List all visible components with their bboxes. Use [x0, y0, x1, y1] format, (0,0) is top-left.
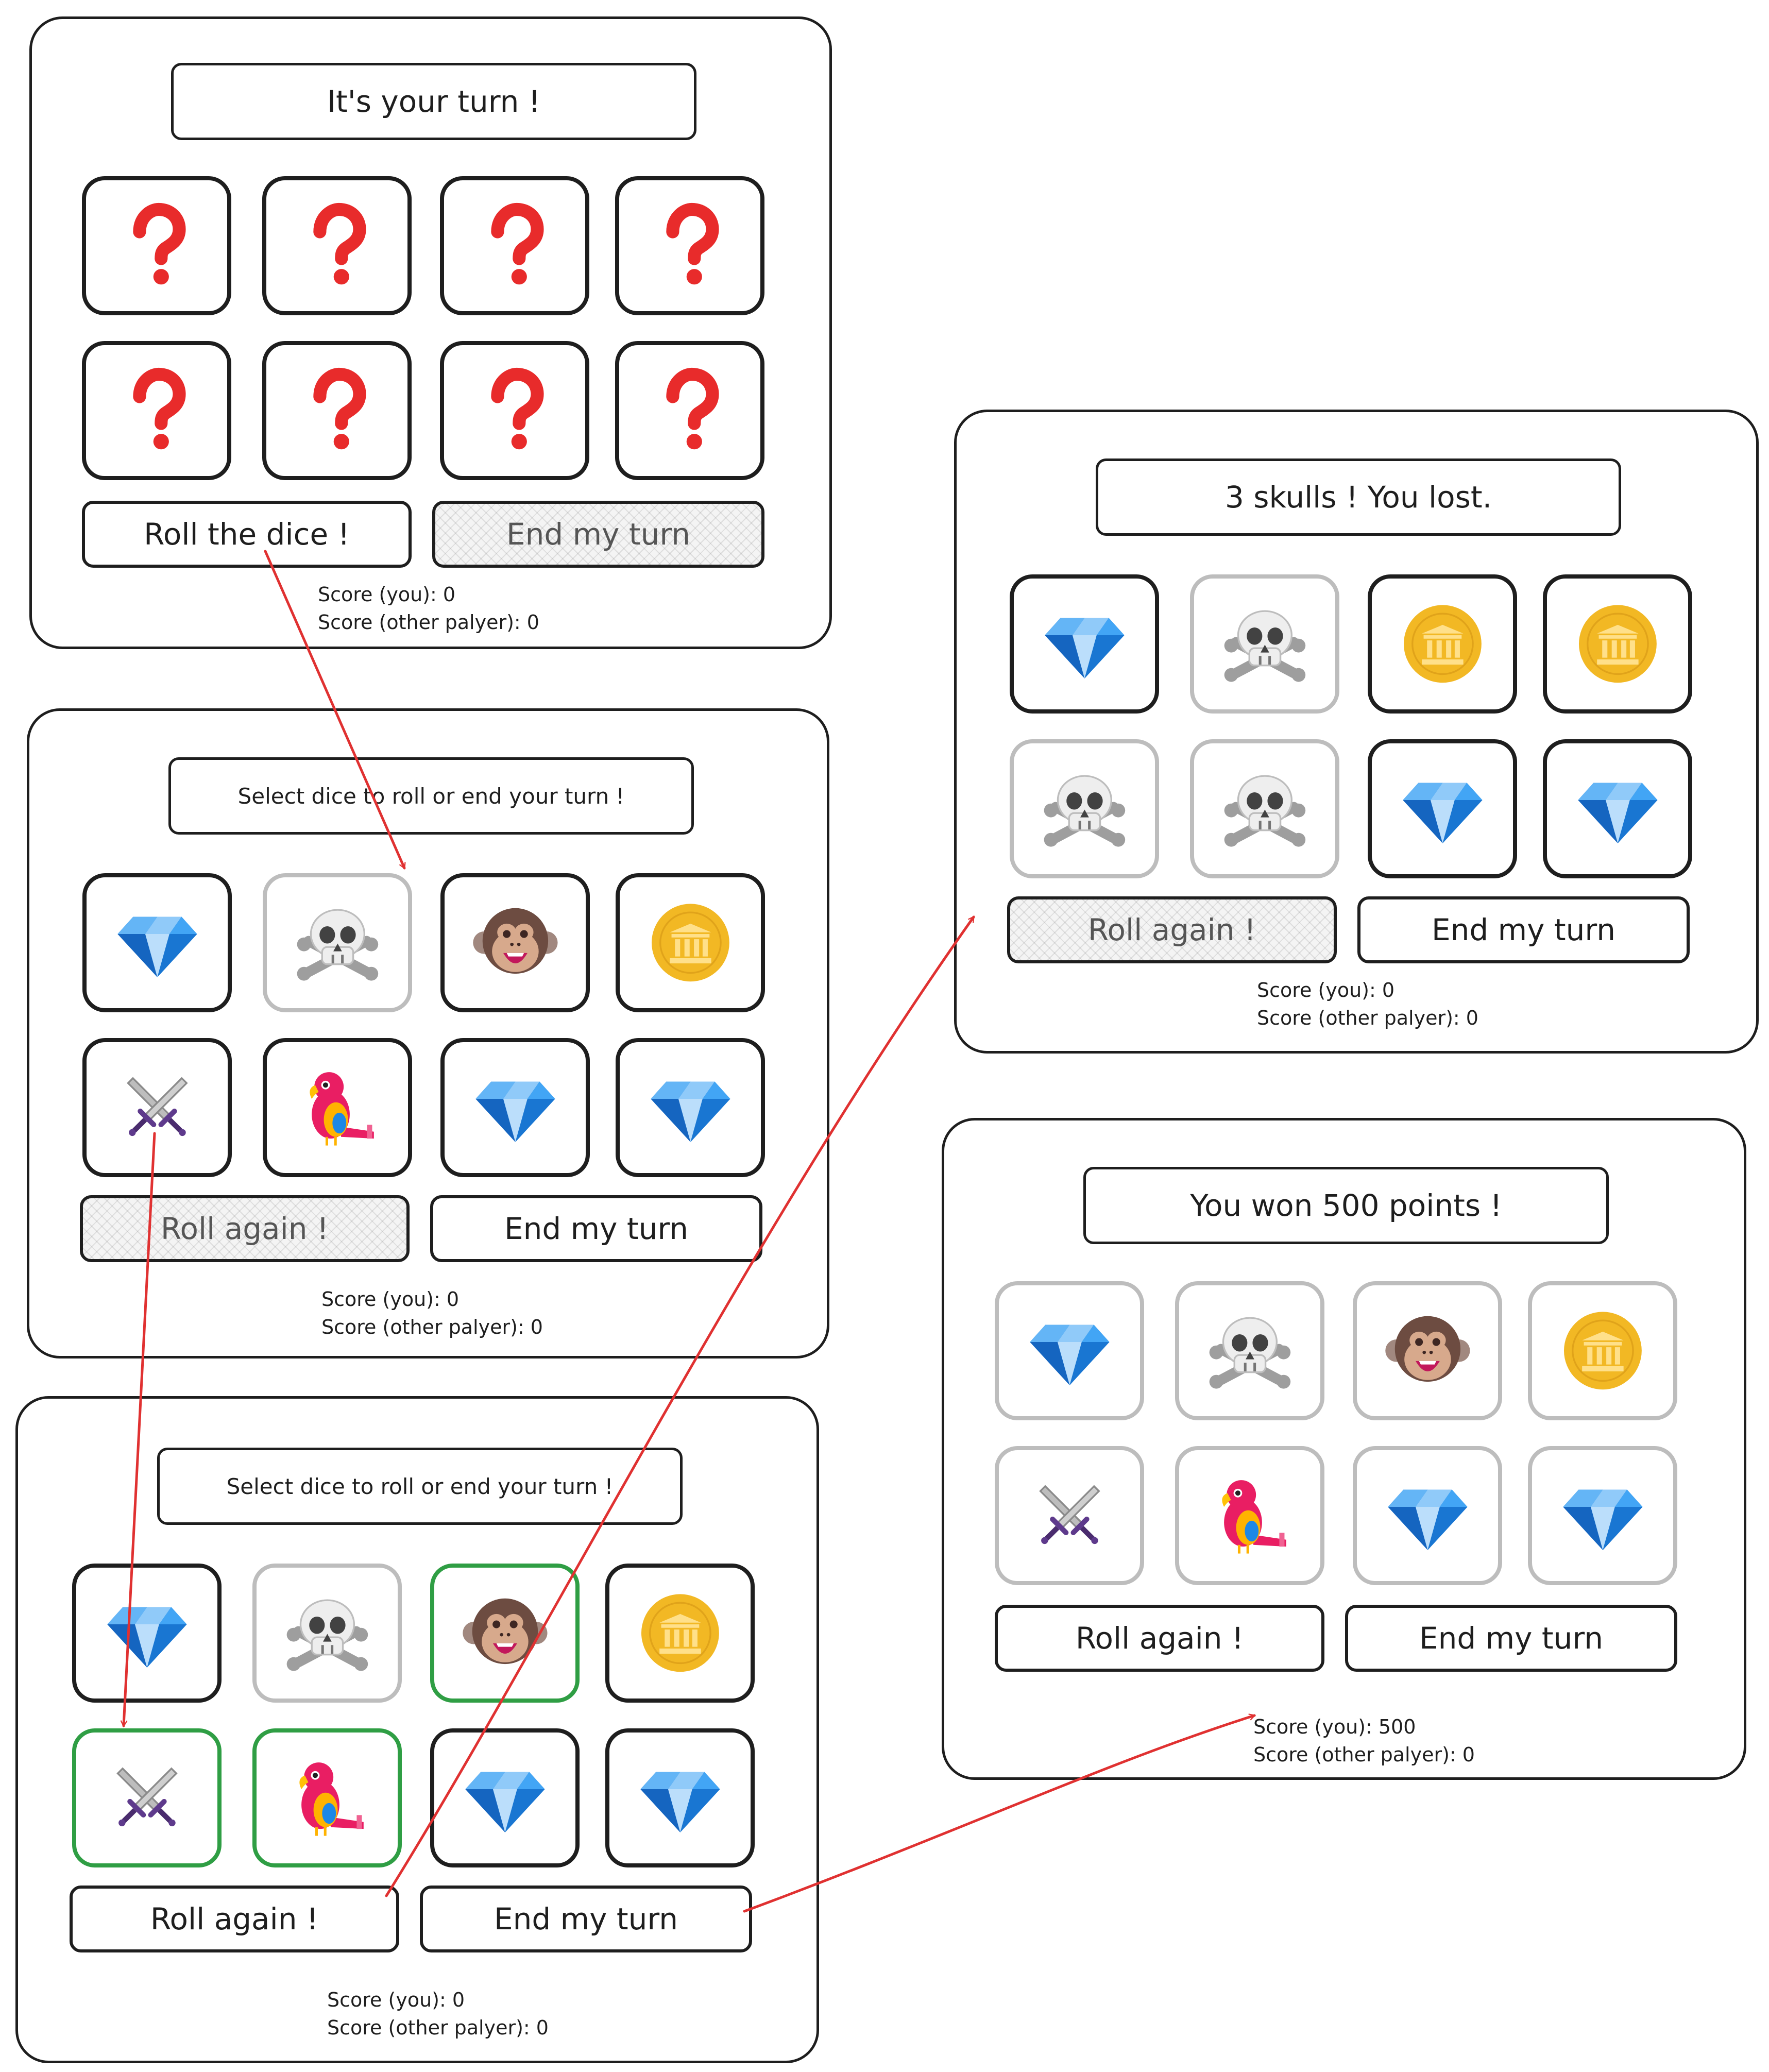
die-6[interactable] [1175, 1446, 1324, 1585]
roll-button[interactable]: Roll the dice ! [82, 501, 412, 568]
die-2[interactable] [252, 1564, 402, 1703]
roll-again-button[interactable]: Roll again ! [70, 1886, 399, 1952]
die-3[interactable] [1368, 574, 1517, 714]
status-text: 3 skulls ! You lost. [1224, 480, 1492, 515]
die-4[interactable] [615, 176, 764, 315]
die-8[interactable] [1543, 739, 1692, 878]
die-1[interactable] [72, 1564, 222, 1703]
die-6[interactable] [252, 1728, 402, 1867]
score-you: Score (you): 500 [1253, 1716, 1416, 1738]
score-you: Score (you): 0 [321, 1288, 460, 1311]
status-banner: Select dice to roll or end your turn ! [168, 757, 694, 835]
arrow-swords-to-selected [124, 1132, 156, 1726]
end-turn-button[interactable]: End my turn [430, 1195, 762, 1262]
arrow-roll-again-to-lost [385, 917, 975, 1897]
die-4[interactable] [616, 873, 765, 1012]
score-other: Score (other palyer): 0 [1253, 1743, 1475, 1766]
die-2[interactable] [262, 176, 412, 315]
die-1[interactable] [82, 176, 231, 315]
end-turn-button[interactable]: End my turn [420, 1886, 752, 1952]
die-8[interactable] [605, 1728, 755, 1867]
die-6[interactable] [263, 1038, 412, 1177]
score-you: Score (you): 0 [318, 583, 456, 606]
die-3[interactable] [440, 873, 590, 1012]
status-banner: It's your turn ! [171, 63, 696, 140]
die-7[interactable] [1368, 739, 1517, 878]
die-5[interactable] [72, 1728, 222, 1867]
end-turn-button[interactable]: End my turn [1357, 896, 1690, 963]
arrow-end-turn-to-won [743, 1716, 1254, 1913]
die-5[interactable] [1010, 739, 1159, 878]
die-6[interactable] [1190, 739, 1339, 878]
die-5[interactable] [82, 341, 231, 480]
die-5[interactable] [995, 1446, 1144, 1585]
status-banner: Select dice to roll or end your turn ! [157, 1448, 683, 1525]
panel-lost: 3 skulls ! You lost. Roll again ! End my… [954, 410, 1759, 1054]
score-you: Score (you): 0 [1257, 979, 1395, 1001]
score-other: Score (other palyer): 0 [327, 2016, 549, 2039]
status-text: It's your turn ! [327, 84, 541, 119]
die-8[interactable] [1528, 1446, 1677, 1585]
die-5[interactable] [82, 1038, 232, 1177]
panel-start: It's your turn ! Roll the dice ! End my … [29, 16, 832, 649]
arrow-roll-to-first-roll [264, 550, 404, 868]
die-2[interactable] [1190, 574, 1339, 714]
die-7[interactable] [440, 341, 589, 480]
die-8[interactable] [616, 1038, 765, 1177]
panel-selecting: Select dice to roll or end your turn ! R… [15, 1396, 819, 2063]
end-turn-button[interactable]: End my turn [432, 501, 764, 568]
die-2[interactable] [263, 873, 412, 1012]
score-other: Score (other palyer): 0 [321, 1316, 543, 1338]
status-text: You won 500 points ! [1190, 1188, 1502, 1223]
die-2[interactable] [1175, 1281, 1324, 1420]
die-6[interactable] [262, 341, 412, 480]
roll-again-button[interactable]: Roll again ! [1007, 896, 1337, 963]
die-3[interactable] [430, 1564, 580, 1703]
roll-again-button[interactable]: Roll again ! [995, 1605, 1324, 1672]
roll-again-button[interactable]: Roll again ! [80, 1195, 410, 1262]
die-7[interactable] [430, 1728, 580, 1867]
die-1[interactable] [995, 1281, 1144, 1420]
die-3[interactable] [1353, 1281, 1502, 1420]
die-3[interactable] [440, 176, 589, 315]
score-other: Score (other palyer): 0 [318, 611, 539, 634]
status-text: Select dice to roll or end your turn ! [237, 783, 625, 809]
die-8[interactable] [615, 341, 764, 480]
die-4[interactable] [1528, 1281, 1677, 1420]
score-you: Score (you): 0 [327, 1989, 465, 2011]
die-7[interactable] [440, 1038, 590, 1177]
die-4[interactable] [1543, 574, 1692, 714]
score-other: Score (other palyer): 0 [1257, 1007, 1478, 1029]
die-1[interactable] [82, 873, 232, 1012]
status-banner: You won 500 points ! [1083, 1167, 1609, 1244]
status-text: Select dice to roll or end your turn ! [226, 1473, 614, 1499]
panel-first-roll: Select dice to roll or end your turn ! R… [27, 708, 829, 1358]
status-banner: 3 skulls ! You lost. [1096, 458, 1621, 536]
panel-won: You won 500 points ! Roll again ! End my… [942, 1118, 1746, 1780]
die-1[interactable] [1010, 574, 1159, 714]
die-4[interactable] [605, 1564, 755, 1703]
end-turn-button[interactable]: End my turn [1345, 1605, 1677, 1672]
die-7[interactable] [1353, 1446, 1502, 1585]
